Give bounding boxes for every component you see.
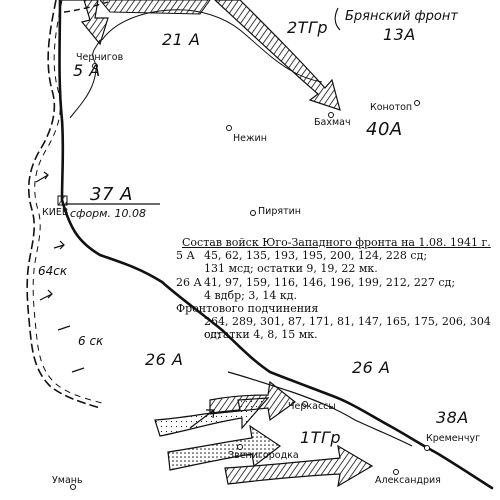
army-label-40a: 40А: [366, 119, 403, 140]
dnieper-river: [58, 0, 494, 490]
army-label-5a: 5 А: [73, 61, 101, 80]
enemy-arrow-2tgr: [214, 0, 341, 111]
city-dot-nezhin: [226, 125, 232, 131]
army-label-26a-right: 26 А: [352, 358, 391, 377]
city-dot-kremenchug: [424, 445, 430, 451]
legend-5a-line1: 45, 62, 135, 193, 195, 200, 124, 228 сд;: [204, 249, 428, 263]
bryansk-boundary: [334, 7, 341, 31]
city-label-uman: Умань: [52, 475, 83, 486]
forces-legend: Состав войск Юго-Западного фронта на 1.0…: [174, 236, 494, 342]
river-bank: [227, 371, 413, 447]
city-label-bakhmach: Бахмач: [314, 117, 351, 128]
city-label-kiev: КИЕВ: [42, 207, 69, 218]
river-branch: [69, 39, 101, 119]
army-label-13a: 13А: [383, 25, 416, 44]
city-dot-zvenigorodka: [237, 444, 243, 450]
city-dot-piryatin: [250, 210, 256, 216]
city-label-kremenchug: Кременчуг: [426, 433, 481, 444]
city-dot-uman: [70, 484, 76, 490]
army-label-21a: 21 А: [162, 30, 201, 49]
city-label-cherkassy: Черкассы: [288, 401, 336, 412]
city-label-zvenigorodka: Звенигородка: [228, 450, 299, 461]
legend-5a-line2: 131 мсд; остатки 9, 19, 22 мк.: [204, 262, 378, 276]
legend-5a-key: 5 А: [176, 249, 195, 263]
city-label-nezhin: Нежин: [233, 133, 267, 144]
corps-label-6sk: 6 ск: [78, 334, 104, 348]
enemy-arrow-north: [62, 0, 109, 46]
city-label-piryatin: Пирятин: [258, 206, 301, 217]
enemy-arrow-north-band: [99, 0, 211, 15]
city-dot-aleksandriya: [393, 469, 399, 475]
army-label-38a: 38А: [436, 408, 469, 427]
legend-26a-line2: 4 вдбр; 3, 14 кд.: [204, 288, 297, 302]
corps-label-64sk: 64ск: [38, 264, 68, 278]
legend-front-heading: Фронтового подчинения: [176, 301, 319, 315]
army-37-formed-label: сформ. 10.08: [70, 207, 146, 220]
enemy-arrow-1tgr-b: [209, 380, 296, 422]
city-label-aleksandriya: Александрия: [375, 475, 441, 486]
city-dot-konotop: [414, 100, 420, 106]
front-line-inner: [32, 0, 107, 405]
army-label-26a-left: 26 А: [145, 350, 184, 369]
enemy-arrow-1tgr-c: [167, 424, 282, 471]
kiev-symbol: [57, 195, 68, 206]
legend-26a-key: 26 А: [176, 275, 202, 289]
city-label-chernigov: Чернигов: [76, 52, 124, 63]
city-dot-cherkassy: [302, 401, 308, 407]
bryansk-front-label: Брянский фронт: [345, 9, 458, 24]
counter-arrow: [189, 409, 215, 429]
legend-front-line1: 264, 289, 301, 87, 171, 81, 147, 165, 17…: [204, 315, 491, 342]
army-label-37a: 37 А: [90, 184, 133, 205]
front-arrows: [35, 171, 85, 373]
army-label-2tgr: 2ТГр: [287, 18, 329, 37]
army-label-1tgr: 1ТГр: [300, 428, 342, 447]
legend-front-line2: остатки 4, 8, 15 мк.: [204, 328, 318, 342]
legend-26a-line1: 41, 97, 159, 116, 146, 196, 199, 212, 22…: [204, 275, 456, 289]
legend-title: Состав войск Юго-Западного фронта на 1.0…: [182, 236, 491, 249]
city-dot-chernigov: [92, 63, 98, 69]
city-label-konotop: Конотоп: [370, 102, 413, 113]
city-dot-bakhmach: [328, 112, 334, 118]
enemy-arrow-1tgr-d: [224, 444, 374, 488]
